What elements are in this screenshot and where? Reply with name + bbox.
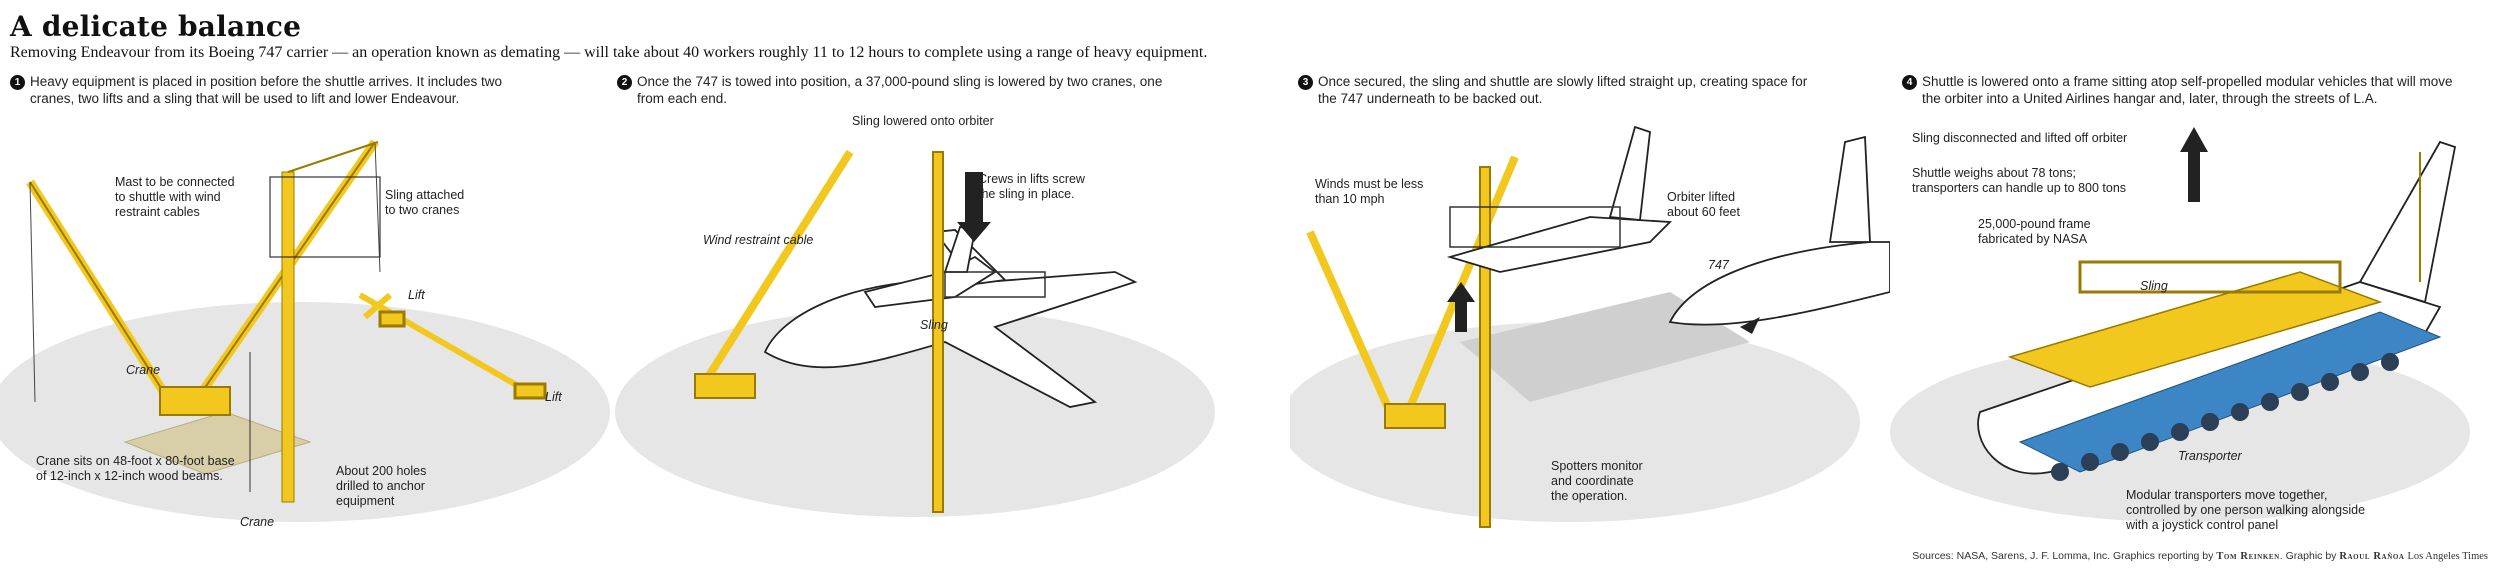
step-1-line-1: Heavy equipment is placed in position be… xyxy=(30,74,503,89)
ground-shadow xyxy=(0,302,610,522)
panel-1-lift-b-label: Lift xyxy=(545,390,562,404)
crane-2 xyxy=(694,149,944,513)
panel-2-sling-lowered-label: Sling lowered onto orbiter xyxy=(852,114,994,128)
credits-line: Sources: NASA, Sarens, J. F. Lomma, Inc.… xyxy=(1912,550,2488,562)
transporter-vehicle xyxy=(2018,311,2442,473)
panel-1-drawing xyxy=(0,139,610,522)
right-arrow-icon xyxy=(1740,317,1760,334)
page-title: A delicate balance xyxy=(10,10,302,43)
step-2-line-2: from each end. xyxy=(637,91,728,106)
panel-1-mast-label: Mast to be connected to shuttle with win… xyxy=(115,175,235,219)
sling-frame xyxy=(2078,260,2342,294)
panel-3-drawing xyxy=(1290,125,1890,528)
panel-4-frame-label: 25,000-pound frame fabricated by NASA xyxy=(1978,217,2091,246)
step-3-description: 3 Once secured, the sling and shuttle are… xyxy=(1298,73,1807,107)
ground-shadow xyxy=(615,307,1215,517)
sling-frame xyxy=(944,271,1046,298)
ground-shadow xyxy=(1290,322,1860,522)
step-3-line-1: Once secured, the sling and shuttle are … xyxy=(1318,74,1808,89)
crane-base-platform xyxy=(123,411,312,475)
page-subtitle: Removing Endeavour from its Boeing 747 c… xyxy=(10,44,1208,61)
panel-4-modular-label: Modular transporters move together, cont… xyxy=(2126,488,2366,532)
crane-3 xyxy=(1306,155,1519,528)
step-2-line-1: Once the 747 is towed into position, a 3… xyxy=(637,74,1163,89)
down-arrow-icon xyxy=(957,172,991,242)
panel-1-crane-b-label: Crane xyxy=(240,515,275,529)
panel-3-spotters-label: Spotters monitor and coordinate the oper… xyxy=(1551,459,1643,503)
panel-2-illustration xyxy=(615,112,1230,552)
panel-2-wind-cable-label: Wind restraint cable xyxy=(703,233,814,247)
step-1-line-2: cranes, two lifts and a sling that will … xyxy=(30,91,460,106)
panel-1-lift-a-label: Lift xyxy=(408,288,425,302)
credits-sources: Sources: NASA, Sarens, J. F. Lomma, Inc.… xyxy=(1912,550,2214,562)
step-1-number: 1 xyxy=(10,75,25,90)
step-2-description: 2 Once the 747 is towed into position, a … xyxy=(617,73,1162,107)
panel-1-illustration xyxy=(0,112,615,552)
panel-3-747-label: 747 xyxy=(1708,258,1729,272)
panel-2-sling-label: Sling xyxy=(920,318,948,332)
step-3-number: 3 xyxy=(1298,75,1313,90)
mast xyxy=(269,141,381,503)
credits-outlet: Los Angeles Times xyxy=(2407,551,2488,562)
panel-4-sling-label: Sling xyxy=(2140,279,2168,293)
credits-artist: Raoul Rañoa xyxy=(2339,551,2405,562)
step-4-line-1: Shuttle is lowered onto a frame sitting … xyxy=(1922,74,2453,89)
credits-graphic-by: . Graphic by xyxy=(2279,550,2337,562)
step-4-description: 4 Shuttle is lowered onto a frame sitting… xyxy=(1902,73,2453,107)
transporter-wheels xyxy=(2051,353,2399,481)
step-2-number: 2 xyxy=(617,75,632,90)
credits-reporter: Tom Reinken xyxy=(2216,551,2280,562)
panel-1-crane-a-label: Crane xyxy=(126,363,161,377)
panel-4-sling-disconnected-label: Sling disconnected and lifted off orbite… xyxy=(1912,131,2128,145)
step-4-line-2: the orbiter into a United Airlines hanga… xyxy=(1922,91,2378,106)
panel-4-illustration xyxy=(1880,112,2490,552)
panel-3-winds-label: Winds must be less than 10 mph xyxy=(1315,177,1424,206)
panel-1-holes-label: About 200 holes drilled to anchor equipm… xyxy=(336,464,427,508)
panel-1-sling-label: Sling attached to two cranes xyxy=(385,188,465,217)
step-1-description: 1 Heavy equipment is placed in position b… xyxy=(10,73,502,107)
up-arrow-icon xyxy=(2180,127,2208,202)
panel-2-crews-label: Crews in lifts screw the sling in place. xyxy=(978,172,1085,201)
lift-far xyxy=(363,292,406,328)
panel-2-drawing xyxy=(615,149,1215,517)
departing-747 xyxy=(1668,135,1890,326)
sling-frame xyxy=(1449,206,1621,248)
panel-4-transporter-label: Transporter xyxy=(2178,449,2242,463)
lifted-shuttle xyxy=(1446,125,1673,273)
panel-1-base-label: Crane sits on 48-foot x 80-foot base of … xyxy=(36,454,235,483)
panel-3-illustration xyxy=(1290,112,1890,552)
panel-3-orbiter-lifted-label: Orbiter lifted about 60 feet xyxy=(1667,190,1740,219)
panel-4-weighs-label: Shuttle weighs about 78 tons; transporte… xyxy=(1912,166,2127,195)
step-4-number: 4 xyxy=(1902,75,1917,90)
lift-near xyxy=(358,292,547,400)
panel-4-drawing xyxy=(1890,127,2470,522)
step-3-line-2: the 747 underneath to be backed out. xyxy=(1318,91,1543,106)
up-arrow-icon xyxy=(1447,282,1475,332)
nasa-frame xyxy=(2007,271,2383,388)
